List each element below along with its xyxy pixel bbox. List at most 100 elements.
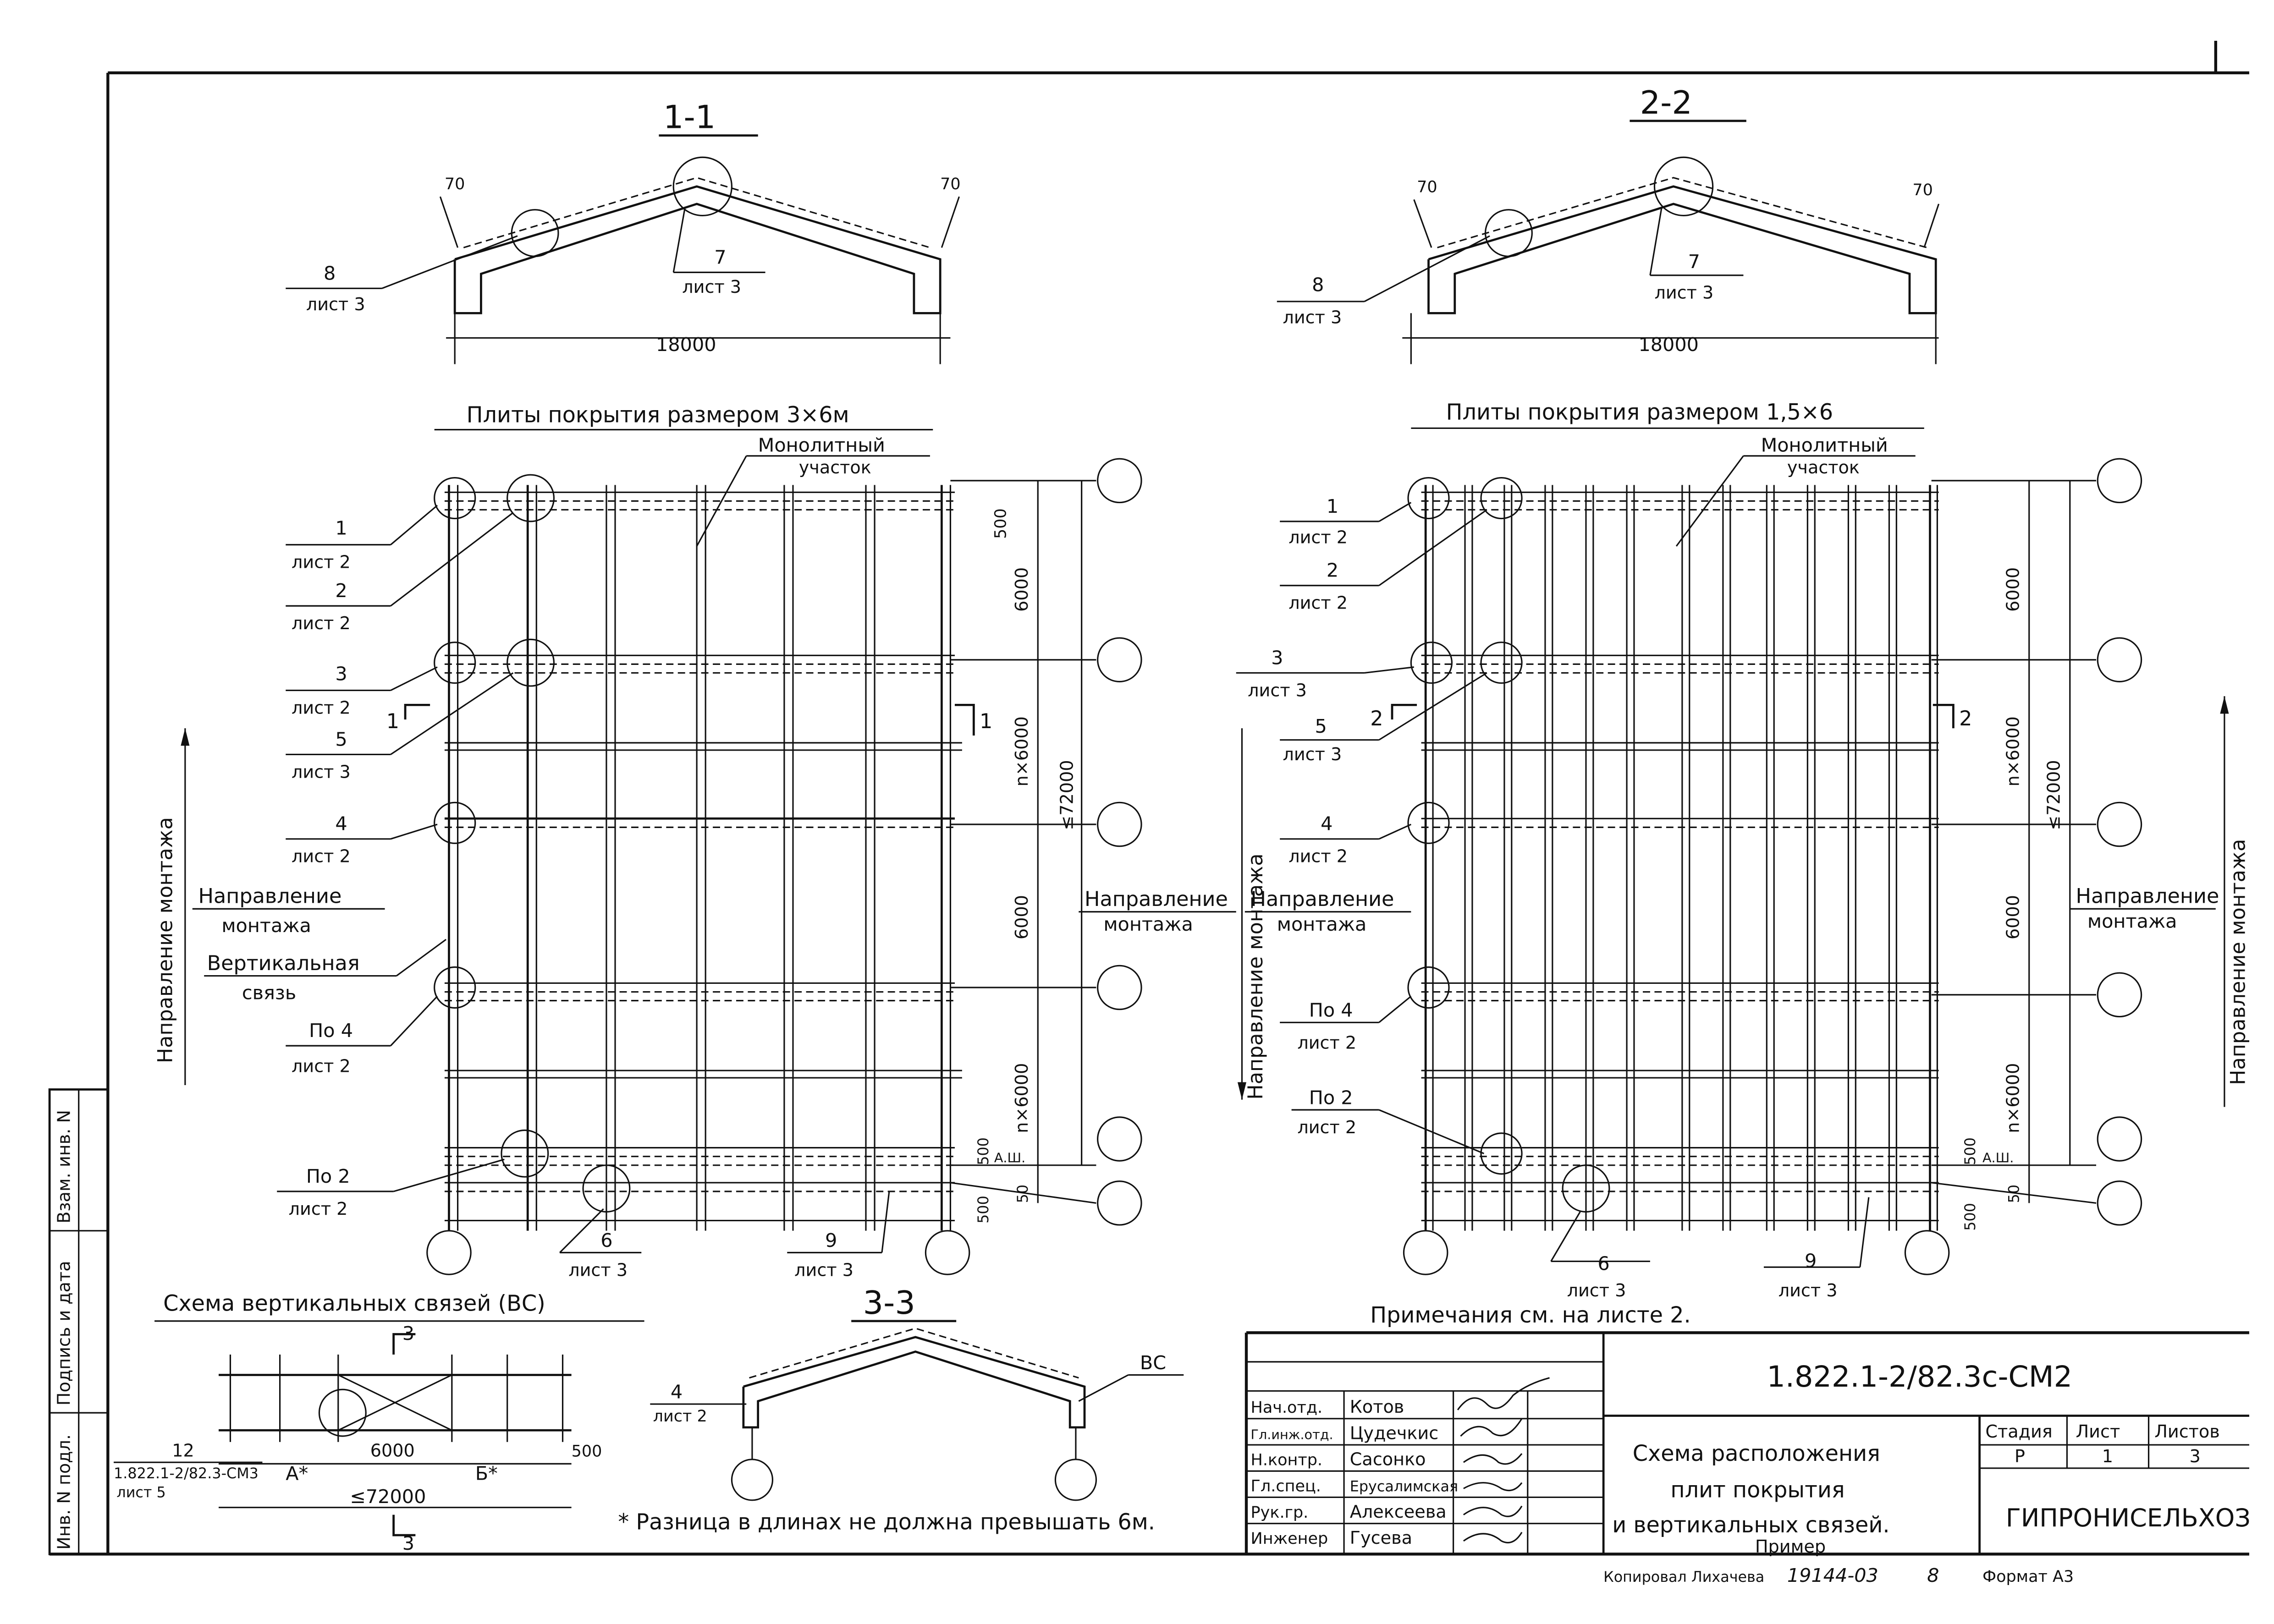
sheet-header: Лист: [2076, 1421, 2120, 1442]
callout-right-3-num: 3: [1271, 647, 1283, 669]
section-3-3: 3-3 4 лист 2 ВС: [650, 1284, 1184, 1501]
name-6: Гусева: [1350, 1528, 1412, 1548]
callout-right-5-num: 5: [1315, 715, 1327, 737]
vs-dim-72000: ≤72000: [350, 1486, 426, 1508]
role-5: Рук.гр.: [1251, 1503, 1309, 1522]
callout-7-left-sheet: лист 3: [682, 277, 741, 297]
sheets-value: 3: [2190, 1446, 2201, 1466]
side-stamp-inv: Инв. N подл.: [54, 1434, 74, 1550]
callout-right-po2-sheet: лист 2: [1297, 1117, 1356, 1137]
name-2: Цудечкис: [1350, 1423, 1438, 1443]
stage-header: Стадия: [1985, 1421, 2052, 1442]
doc-title-2: плит покрытия: [1670, 1477, 1845, 1503]
callout-left-3-sheet: лист 2: [292, 697, 351, 718]
mount-dir-left: Направление: [198, 885, 341, 908]
name-5: Алексеева: [1350, 1502, 1447, 1522]
plan-right-callouts: 1 лист 2 2 лист 2 3 лист 3 5 лист 3 4 ли…: [1236, 495, 1487, 1154]
mount-dir-mid-a-2: монтажа: [1103, 913, 1193, 935]
callout-8-left: 8: [324, 262, 336, 284]
callout-left-9-num: 9: [825, 1229, 837, 1251]
doc-title-3: и вертикальных связей.: [1612, 1513, 1889, 1538]
callout-right-po2-num: По 2: [1309, 1086, 1353, 1108]
archive-number: 19144-03: [1787, 1564, 1878, 1586]
callout-right-6-sheet: лист 3: [1567, 1280, 1626, 1300]
dim-70-left-a: 70: [445, 175, 465, 193]
monolith-label-right-2: участок: [1787, 457, 1860, 477]
callout-right-po4-sheet: лист 2: [1297, 1033, 1356, 1053]
dim-6000-right-b: 6000: [2003, 895, 2023, 939]
callout-right-4-sheet: лист 2: [1288, 846, 1348, 867]
side-stamp-sign: Подпись и дата: [54, 1261, 74, 1405]
dim-500-left-b: 500: [975, 1137, 992, 1165]
vertical-mount-right: Направление монтажа: [2226, 839, 2250, 1085]
title-block: Нач.отд. Котов Гл.инж.отд. Цудечкис Н.ко…: [1244, 1331, 2251, 1557]
vs-scheme-title: Схема вертикальных связей (ВС): [163, 1291, 545, 1317]
sheet-frame: [50, 40, 2249, 1556]
callout-left-4-sheet: лист 2: [292, 846, 351, 867]
dim-500-left-top: 500: [991, 508, 1010, 539]
section-mark-1-right: 1: [980, 710, 992, 733]
mount-dir-right-2: монтажа: [2087, 911, 2177, 933]
dim-70-right-b: 70: [1912, 181, 1933, 199]
mount-dir-right: Направление: [2076, 885, 2219, 908]
role-1: Нач.отд.: [1251, 1399, 1323, 1417]
callout-left-2-num: 2: [335, 580, 347, 602]
callout-right-1-sheet: лист 2: [1288, 527, 1348, 548]
notes-reference: Примечания см. на листе 2.: [1370, 1303, 1690, 1328]
dim-n6000-left-a: n×6000: [1012, 716, 1032, 786]
callout-right-1-num: 1: [1327, 495, 1338, 517]
callout-left-po2-sheet: лист 2: [289, 1199, 348, 1219]
dim-70-left-b: 70: [940, 175, 961, 193]
vertical-mount-left: Направление монтажа: [154, 817, 177, 1063]
callout-7-right: 7: [1688, 251, 1700, 273]
callout-left-6-sheet: лист 3: [568, 1260, 628, 1280]
dim-500-right-b: 500: [1962, 1137, 1979, 1165]
copied-by: Копировал Лихачева: [1603, 1569, 1764, 1586]
mount-dir-mid-b: Направление: [1251, 888, 1394, 911]
doc-title-4: Пример: [1755, 1536, 1826, 1557]
role-2: Гл.инж.отд.: [1251, 1426, 1333, 1442]
callout-left-po4-num: По 4: [309, 1020, 353, 1042]
mount-dir-left-2: монтажа: [221, 915, 311, 937]
callout-right-6-num: 6: [1597, 1253, 1609, 1275]
vs-b-star: Б*: [475, 1462, 498, 1484]
section33-vs: ВС: [1140, 1352, 1166, 1374]
doc-code: 1.822.1-2/82.3с-СМ2: [1767, 1360, 2072, 1394]
role-4: Гл.спец.: [1251, 1477, 1321, 1496]
span-dim-left: 18000: [656, 334, 716, 356]
doc-title-1: Схема расположения: [1633, 1441, 1880, 1466]
dim-500-right-c: 500: [1962, 1203, 1979, 1231]
callout-left-5-sheet: лист 3: [292, 762, 351, 782]
monolith-label-left-2: участок: [799, 457, 871, 477]
callout-right-po4-num: По 4: [1309, 999, 1353, 1021]
dim-70-right-a: 70: [1417, 178, 1437, 197]
monolith-label-right: Монолитный: [1761, 434, 1888, 456]
name-4: Ерусалимская: [1350, 1478, 1458, 1495]
side-stamp-vzam: Взам. инв. N: [54, 1110, 74, 1223]
vertical-mount-mid: Направление монтажа: [1244, 854, 1267, 1100]
plan-left-grid: [444, 485, 962, 1231]
archive-page: 8: [1927, 1564, 1939, 1586]
name-1: Котов: [1350, 1397, 1404, 1417]
callout-right-5-sheet: лист 3: [1283, 744, 1342, 764]
dim-500-left-c: 500: [975, 1196, 992, 1223]
callout-right-9-num: 9: [1805, 1250, 1817, 1272]
sheets-header: Листов: [2154, 1421, 2220, 1442]
callout-left-po2-num: По 2: [306, 1165, 350, 1187]
callout-right-4-num: 4: [1321, 813, 1332, 835]
plan-right-grid: [1421, 485, 1939, 1231]
footnote: * Разница в длинах не должна превышать 6…: [618, 1509, 1155, 1535]
callout-8-right-sheet: лист 3: [1283, 307, 1342, 328]
callout-right-2-sheet: лист 2: [1288, 593, 1348, 613]
span-dim-right: 18000: [1638, 334, 1699, 356]
sheet-value: 1: [2102, 1446, 2113, 1466]
callout-7-right-sheet: лист 3: [1654, 283, 1713, 303]
section-title-1-1: 1-1: [663, 99, 716, 136]
section-2-2: 2-2 18000 70 70 8 лист 3 7 лист 3: [1277, 84, 1940, 364]
callout-left-1-num: 1: [335, 517, 347, 539]
plan-right: Плиты покрытия размером 1,5×6 Монолитный…: [1236, 400, 2250, 1300]
section33-callout-4-sheet: лист 2: [653, 1407, 707, 1426]
dim-n6000-right-b: n×6000: [2003, 1063, 2023, 1133]
